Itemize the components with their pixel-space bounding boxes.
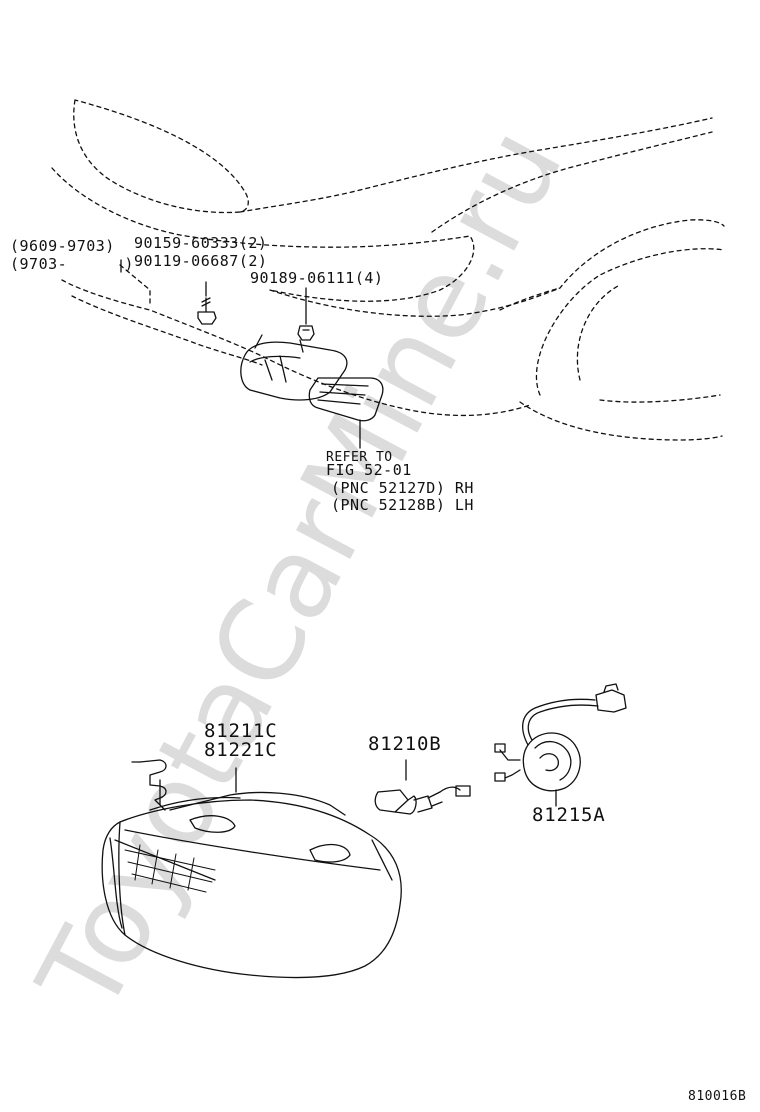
refer-label-line1: REFER TO <box>326 450 393 465</box>
pnc-label-rh: (PNC 52127D) RH <box>331 479 474 497</box>
date-range-label-2: (9703- ) <box>10 255 134 273</box>
part-number-81210b: 81210B <box>368 733 442 755</box>
bumper-outline <box>51 99 725 441</box>
lamp-housing-81211c <box>101 759 402 979</box>
screw-90159 <box>197 297 217 325</box>
figure-code: 810016B <box>688 1089 747 1104</box>
leader-lines-upper <box>120 259 361 449</box>
socket-81215a <box>494 683 627 807</box>
part-number-90189: 90189-06111(4) <box>250 269 384 287</box>
pnc-label-lh: (PNC 52128B) LH <box>331 496 474 514</box>
bulb-81210b <box>374 759 471 815</box>
part-number-81221c: 81221C <box>204 739 278 761</box>
part-number-81211c: 81211C <box>204 720 278 742</box>
clip-90189 <box>297 325 315 341</box>
lens-grid <box>124 844 216 893</box>
part-number-81215a: 81215A <box>532 804 606 826</box>
refer-label-line2: FIG 52-01 <box>326 461 412 479</box>
fog-lamp-installed <box>240 334 384 422</box>
date-range-label-1: (9609-9703) <box>10 237 115 255</box>
part-number-90119: 90119-06687(2) <box>134 252 268 270</box>
part-number-90159: 90159-60333(2) <box>134 234 268 252</box>
